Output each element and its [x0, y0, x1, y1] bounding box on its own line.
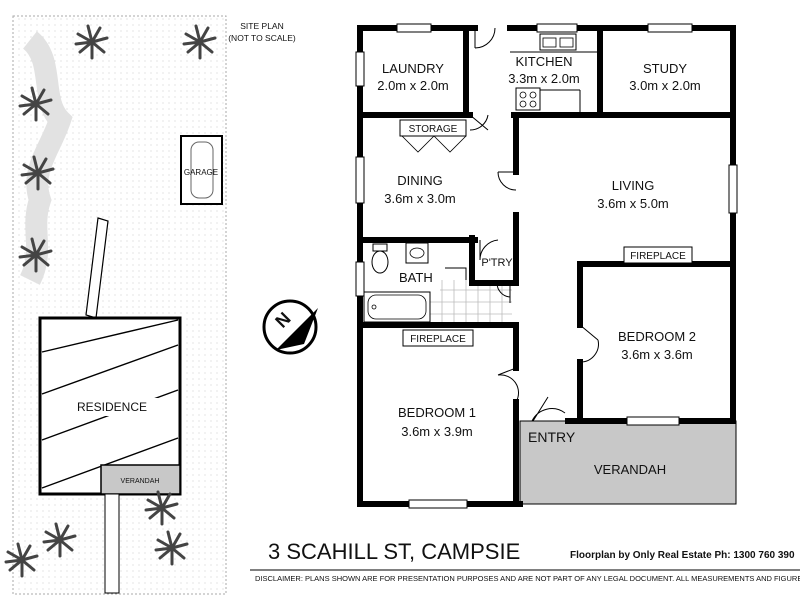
door-swing [497, 367, 520, 403]
walls [357, 25, 736, 507]
palm-tree-icon [20, 155, 55, 191]
burner [529, 91, 537, 99]
room-pantry-name: P'TRY [481, 257, 513, 269]
sink-bowl [559, 37, 574, 48]
site-plan-subtitle: (NOT TO SCALE) [228, 33, 296, 43]
north-compass: N [262, 299, 318, 355]
storage-cupboard [399, 119, 467, 137]
door-swing [497, 171, 517, 191]
palm-tree-icon [154, 530, 189, 566]
room-living-name: LIVING [612, 178, 655, 193]
window [355, 261, 365, 297]
garage-label: GARAGE [184, 168, 218, 177]
site-verandah-label: VERANDAH [121, 478, 160, 485]
burner [519, 91, 527, 99]
toilet-icon [371, 250, 389, 274]
front-path [104, 493, 120, 594]
palm-tree-icon [4, 542, 39, 578]
window [728, 164, 738, 214]
fireplace-living-label: FIREPLACE [630, 251, 686, 262]
roof-line [41, 437, 179, 489]
basin-icon [405, 242, 429, 264]
floor-plan: STORAGE FIREPLACE FIREPLACE LAUNDRY 2.0m… [355, 23, 738, 509]
door-swing [531, 396, 566, 422]
bath-shelf [445, 267, 467, 280]
room-laundry-name: LAUNDRY [382, 61, 444, 76]
residence-label: RESIDENCE [77, 400, 147, 414]
burner [519, 100, 527, 108]
storage-doors [401, 135, 467, 153]
roof-line [41, 344, 179, 395]
door-swing [579, 324, 599, 363]
room-bath-name: BATH [399, 270, 433, 285]
floorplan-credit: Floorplan by Only Real Estate Ph: 1300 7… [570, 550, 795, 561]
room-bedroom2-dims: 3.6m x 3.6m [621, 347, 693, 362]
site-plan-title: SITE PLAN [240, 21, 283, 31]
doors [469, 27, 599, 422]
room-study-dims: 3.0m x 2.0m [629, 78, 701, 93]
bathtub-basin [367, 294, 427, 320]
room-living-dims: 3.6m x 5.0m [597, 196, 669, 211]
site-verandah [100, 464, 181, 495]
fireplace-bedroom1-label: FIREPLACE [410, 334, 466, 345]
sink-icon [539, 33, 577, 51]
property-address: 3 SCAHILL ST, CAMPSIE [268, 539, 520, 564]
room-kitchen-dims: 3.3m x 2.0m [508, 71, 580, 86]
room-bedroom2-name: BEDROOM 2 [618, 329, 696, 344]
garage [180, 135, 223, 205]
window [536, 23, 578, 33]
roof-line [41, 319, 179, 353]
palm-tree-icon [144, 490, 179, 526]
toilet-cistern [372, 243, 388, 252]
disclaimer: DISCLAIMER: PLANS SHOWN ARE FOR PRESENTA… [255, 574, 800, 583]
bath-tiles [430, 280, 512, 322]
window [355, 51, 365, 87]
verandah-area [520, 421, 736, 504]
palm-tree-icon [18, 237, 53, 273]
bath-drain [371, 304, 377, 310]
cooktop-icon [515, 87, 541, 111]
door-swing [496, 282, 511, 303]
room-bedroom1-name: BEDROOM 1 [398, 405, 476, 420]
window [626, 416, 680, 426]
door-swing [469, 114, 489, 131]
window [408, 499, 468, 509]
room-dining-name: DINING [397, 173, 443, 188]
windows [355, 23, 738, 509]
room-entry-name: ENTRY [528, 429, 576, 445]
site-plan: SITE PLAN (NOT TO SCALE) GARAGE RESIDENC… [4, 15, 296, 595]
storage-label: STORAGE [409, 124, 458, 135]
burner [529, 100, 537, 108]
fireplace-living [623, 246, 693, 264]
palm-tree-icon [74, 24, 109, 60]
door-swing [479, 239, 499, 261]
room-dining-dims: 3.6m x 3.0m [384, 191, 456, 206]
room-bedroom1-dims: 3.6m x 3.9m [401, 424, 473, 439]
palm-tree-icon [18, 86, 53, 122]
window [396, 23, 432, 33]
room-laundry-dims: 2.0m x 2.0m [377, 78, 449, 93]
room-study-name: STUDY [643, 61, 687, 76]
door-swing [474, 27, 496, 49]
window [647, 23, 693, 33]
window [355, 156, 365, 204]
room-kitchen-name: KITCHEN [515, 54, 572, 69]
footer: 3 SCAHILL ST, CAMPSIE Floorplan by Only … [250, 539, 800, 583]
compass-arrow-icon [276, 308, 318, 350]
bathtub-icon [363, 291, 431, 323]
room-verandah-name: VERANDAH [594, 462, 666, 477]
palm-tree-icon [42, 522, 77, 558]
residence-label-bg [82, 398, 158, 416]
palm-tree-icon [182, 24, 217, 60]
fireplace-bedroom1 [402, 329, 474, 347]
sink-bowl [542, 37, 557, 48]
basin-bowl [409, 247, 425, 259]
car-icon [190, 141, 214, 199]
garden-bed [19, 31, 73, 285]
